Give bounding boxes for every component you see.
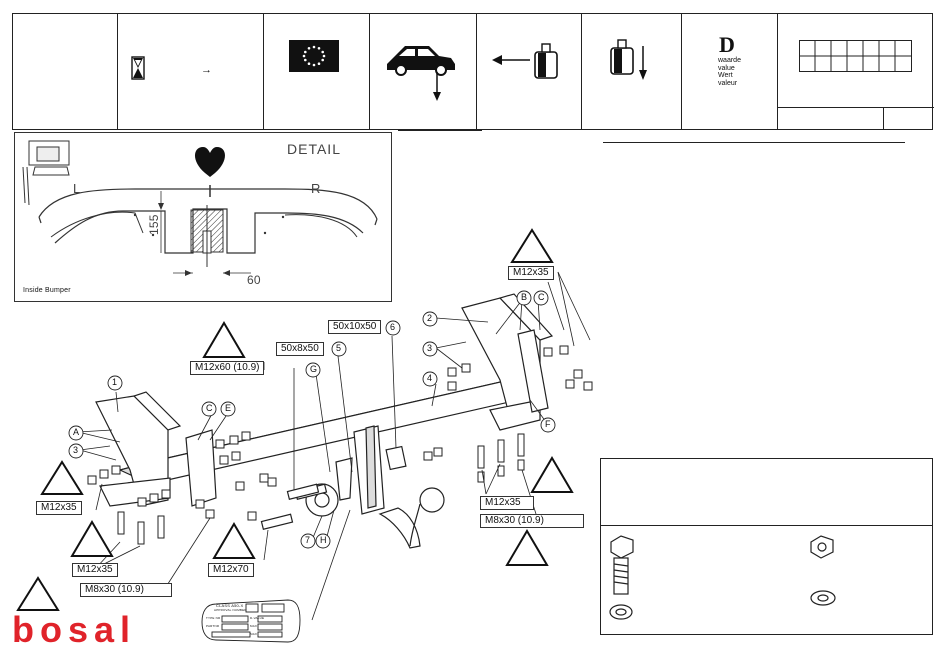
heart-icon xyxy=(195,147,225,177)
label-m12x35-top: M12x35 xyxy=(508,266,554,280)
car-vertical-load-icon xyxy=(385,40,459,102)
callout-c-right: C xyxy=(538,292,545,302)
callout-a: A xyxy=(73,427,79,437)
callout-g: G xyxy=(310,364,317,374)
eu-flag-icon xyxy=(289,40,339,72)
value-word-en: value xyxy=(718,65,741,73)
bumper-detail-drawing xyxy=(15,133,391,301)
callout-3-left: 3 xyxy=(73,445,78,455)
weight-horizontal-icon xyxy=(490,40,566,80)
arrow-symbol: → xyxy=(201,64,212,76)
parts-legend xyxy=(600,458,933,635)
label-m12x35-right: M12x35 xyxy=(480,496,534,510)
callout-5: 5 xyxy=(336,343,341,353)
plate-row-3: D-VALUE xyxy=(250,616,264,620)
weight-down-icon xyxy=(609,36,653,82)
period-cell: → xyxy=(117,14,263,129)
label-50x8x50: 50x8x50 xyxy=(276,342,324,356)
vertical-load-cell xyxy=(369,14,476,129)
plate-row-2: PARTNR xyxy=(206,624,219,628)
callout-e: E xyxy=(225,403,231,413)
label-m12x60: M12x60 (10.9) xyxy=(190,361,264,375)
vehicle-code-grid xyxy=(799,40,915,74)
callout-b: B xyxy=(521,292,527,302)
label-50x10x50: 50x10x50 xyxy=(328,320,381,334)
d-value-words: waarde value Wert valeur xyxy=(718,57,741,87)
saw-icon xyxy=(23,141,69,205)
label-m12x35-left: M12x35 xyxy=(36,501,82,515)
callout-3-right: 3 xyxy=(427,343,432,353)
trailer-mass-cell xyxy=(476,14,581,129)
value-word-de: Wert xyxy=(718,72,741,80)
label-m8x30-right: M8x30 (10.9) xyxy=(480,514,584,528)
detail-right-label: R xyxy=(311,181,321,196)
callout-6: 6 xyxy=(390,322,395,332)
callout-h: H xyxy=(320,535,327,545)
callout-1: 1 xyxy=(112,377,117,387)
callout-4: 4 xyxy=(427,373,432,383)
plate-row-5: MAX xyxy=(250,632,257,636)
label-m8x30-left: M8x30 (10.9) xyxy=(80,583,172,597)
callout-c-left: C xyxy=(206,403,213,413)
plate-approval: APPROVAL NUMBER xyxy=(214,608,247,612)
separator-line xyxy=(398,130,482,131)
detail-caption: Inside Bumper xyxy=(23,287,71,294)
hourglass-icon xyxy=(131,56,145,80)
detail-left-label: L xyxy=(73,181,80,196)
bosal-logo: bosal xyxy=(12,612,136,648)
detail-width-dim: 60 xyxy=(247,273,261,287)
vehicle-grid-cell xyxy=(777,14,934,129)
callout-f: F xyxy=(545,419,551,429)
label-m12x35-bottom: M12x35 xyxy=(72,563,118,577)
header-table: → xyxy=(12,13,933,130)
eu-cell xyxy=(263,14,369,129)
callout-2: 2 xyxy=(427,313,432,323)
instruction-line xyxy=(603,142,905,143)
value-word-fr: valeur xyxy=(718,80,741,88)
value-word-nl: waarde xyxy=(718,57,741,65)
callout-7: 7 xyxy=(305,535,310,545)
d-letter: D xyxy=(719,32,735,58)
detail-panel: DETAIL L R 155 60 Inside Bumper xyxy=(14,132,392,302)
detail-title: DETAIL xyxy=(287,141,341,157)
vertical-mass-cell xyxy=(581,14,681,129)
label-m12x70: M12x70 xyxy=(208,563,254,577)
plate-row-4: MAX xyxy=(250,624,257,628)
detail-height-dim: 155 xyxy=(147,214,161,235)
plate-row-1: TYPE NR xyxy=(206,616,220,620)
